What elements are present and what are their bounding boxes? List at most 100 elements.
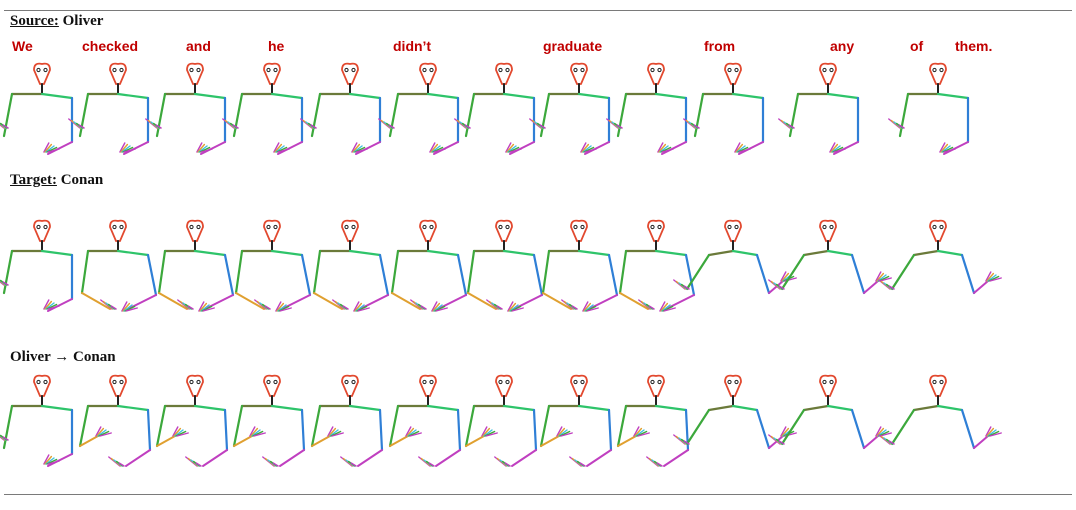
word-and: and	[186, 38, 211, 54]
right-hand	[985, 426, 1002, 437]
source-name: Oliver	[62, 13, 104, 29]
left-arm	[685, 408, 711, 446]
head-icon	[341, 62, 359, 85]
right-forearm	[586, 449, 612, 467]
right-hand	[196, 142, 213, 153]
pose-frame-12	[878, 219, 1002, 295]
left-hand	[768, 434, 785, 445]
right-shoulder	[826, 249, 854, 257]
bottom-rule	[4, 494, 1072, 495]
right-arm	[607, 408, 613, 452]
head-icon	[109, 219, 127, 242]
left-hand	[68, 118, 85, 129]
head-icon	[186, 219, 204, 242]
pose-frame-1	[0, 374, 74, 467]
pose-frame-2	[68, 62, 150, 155]
left-hand	[633, 426, 650, 437]
pose-frame-11	[768, 374, 892, 450]
pose-frame-8	[541, 219, 619, 312]
word-graduate: graduate	[543, 38, 603, 54]
right-shoulder	[936, 249, 964, 257]
pose-frame-7	[454, 62, 536, 155]
left-hand	[249, 426, 266, 437]
right-arm	[607, 253, 619, 297]
right-shoulder	[577, 92, 611, 100]
left-forearm	[79, 435, 99, 447]
right-shoulder	[193, 249, 227, 257]
left-hand	[0, 122, 9, 129]
transfer-label: Oliver → Conan	[10, 349, 116, 366]
right-hand	[108, 456, 125, 467]
right-hand	[875, 271, 892, 282]
left-forearm	[465, 435, 485, 447]
right-arm	[960, 408, 976, 450]
right-arm	[223, 253, 235, 297]
right-arm	[146, 253, 158, 297]
right-arm	[532, 253, 544, 297]
right-forearm	[738, 141, 764, 155]
left-arm	[78, 92, 90, 138]
pose-frame-5	[312, 219, 390, 312]
top-rule	[4, 10, 1072, 11]
left-hand	[254, 299, 271, 310]
right-shoulder	[193, 92, 227, 100]
pose-frame-10	[683, 62, 765, 155]
right-hand	[939, 142, 956, 153]
right-forearm	[435, 449, 461, 467]
pose-frame-7	[466, 219, 544, 312]
left-hand	[300, 118, 317, 129]
right-shoulder	[502, 249, 536, 257]
left-forearm	[467, 292, 497, 310]
source-label: Source: Oliver	[10, 13, 103, 30]
head-icon	[419, 62, 437, 85]
left-hand	[145, 118, 162, 129]
pose-frame-11	[768, 219, 892, 295]
right-hand	[646, 456, 663, 467]
right-hand	[875, 426, 892, 437]
right-arm	[300, 408, 306, 452]
left-arm	[890, 253, 916, 291]
right-hand	[340, 456, 357, 467]
right-shoulder	[502, 92, 536, 100]
right-forearm	[277, 141, 303, 155]
transfer-label-text: Oliver → Conan	[10, 349, 116, 365]
left-forearm	[617, 435, 637, 447]
right-forearm	[433, 141, 459, 155]
head-icon	[647, 374, 665, 397]
right-forearm	[511, 449, 537, 467]
left-hand	[888, 118, 905, 129]
pose-frame-10	[673, 219, 797, 295]
right-forearm	[279, 449, 305, 467]
left-arm	[693, 92, 705, 138]
right-forearm	[47, 298, 73, 312]
pose-frame-3	[157, 219, 235, 312]
pose-frame-8	[539, 374, 613, 467]
left-forearm	[389, 435, 409, 447]
right-forearm	[123, 141, 149, 155]
left-hand	[481, 426, 498, 437]
right-forearm	[202, 449, 228, 467]
left-hand	[673, 434, 690, 445]
left-arm	[466, 249, 476, 295]
right-forearm	[973, 435, 989, 449]
right-arm	[378, 408, 384, 452]
right-forearm	[863, 280, 879, 294]
left-arm	[234, 249, 244, 295]
right-arm	[850, 253, 866, 295]
left-arm	[310, 92, 322, 138]
head-icon	[647, 62, 665, 85]
head-icon	[819, 219, 837, 242]
left-shoulder	[707, 404, 735, 412]
pose-frame-9	[616, 374, 690, 467]
head-icon	[263, 374, 281, 397]
source-pose-row	[0, 60, 1076, 170]
head-icon	[495, 62, 513, 85]
right-forearm	[200, 141, 226, 155]
target-name: Conan	[60, 172, 104, 188]
right-forearm	[833, 141, 859, 155]
left-forearm	[158, 292, 188, 310]
right-hand	[353, 301, 370, 312]
right-forearm	[355, 141, 381, 155]
word-checked: checked	[82, 38, 139, 54]
left-hand	[405, 426, 422, 437]
